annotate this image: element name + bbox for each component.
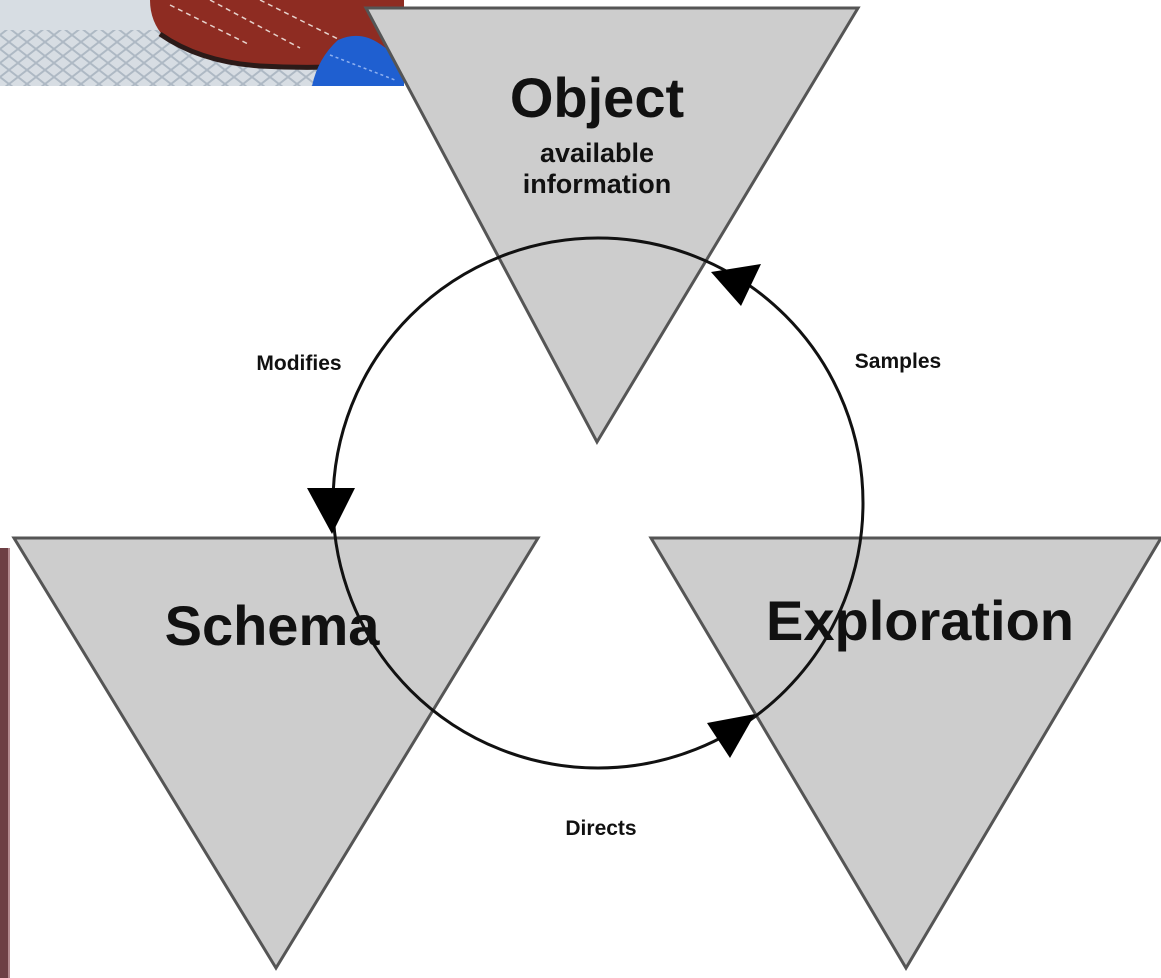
exploration-triangle [648, 536, 1161, 971]
object-subtitle-line1: available [540, 138, 654, 168]
samples-arrowhead [711, 264, 761, 306]
schema-triangle [11, 536, 541, 971]
modifies-arrowhead [307, 488, 355, 534]
directs-label: Directs [565, 817, 636, 840]
exploration-title: Exploration [766, 589, 1074, 652]
directs-arrowhead [707, 714, 755, 758]
schema-title: Schema [165, 594, 381, 657]
left-edge-strip [0, 548, 8, 978]
object-title: Object [510, 66, 684, 129]
samples-label: Samples [855, 350, 941, 373]
modifies-label: Modifies [256, 352, 341, 375]
object-subtitle-line2: information [523, 169, 672, 199]
object-triangle [363, 6, 861, 446]
photo-thumbnail [0, 0, 404, 86]
